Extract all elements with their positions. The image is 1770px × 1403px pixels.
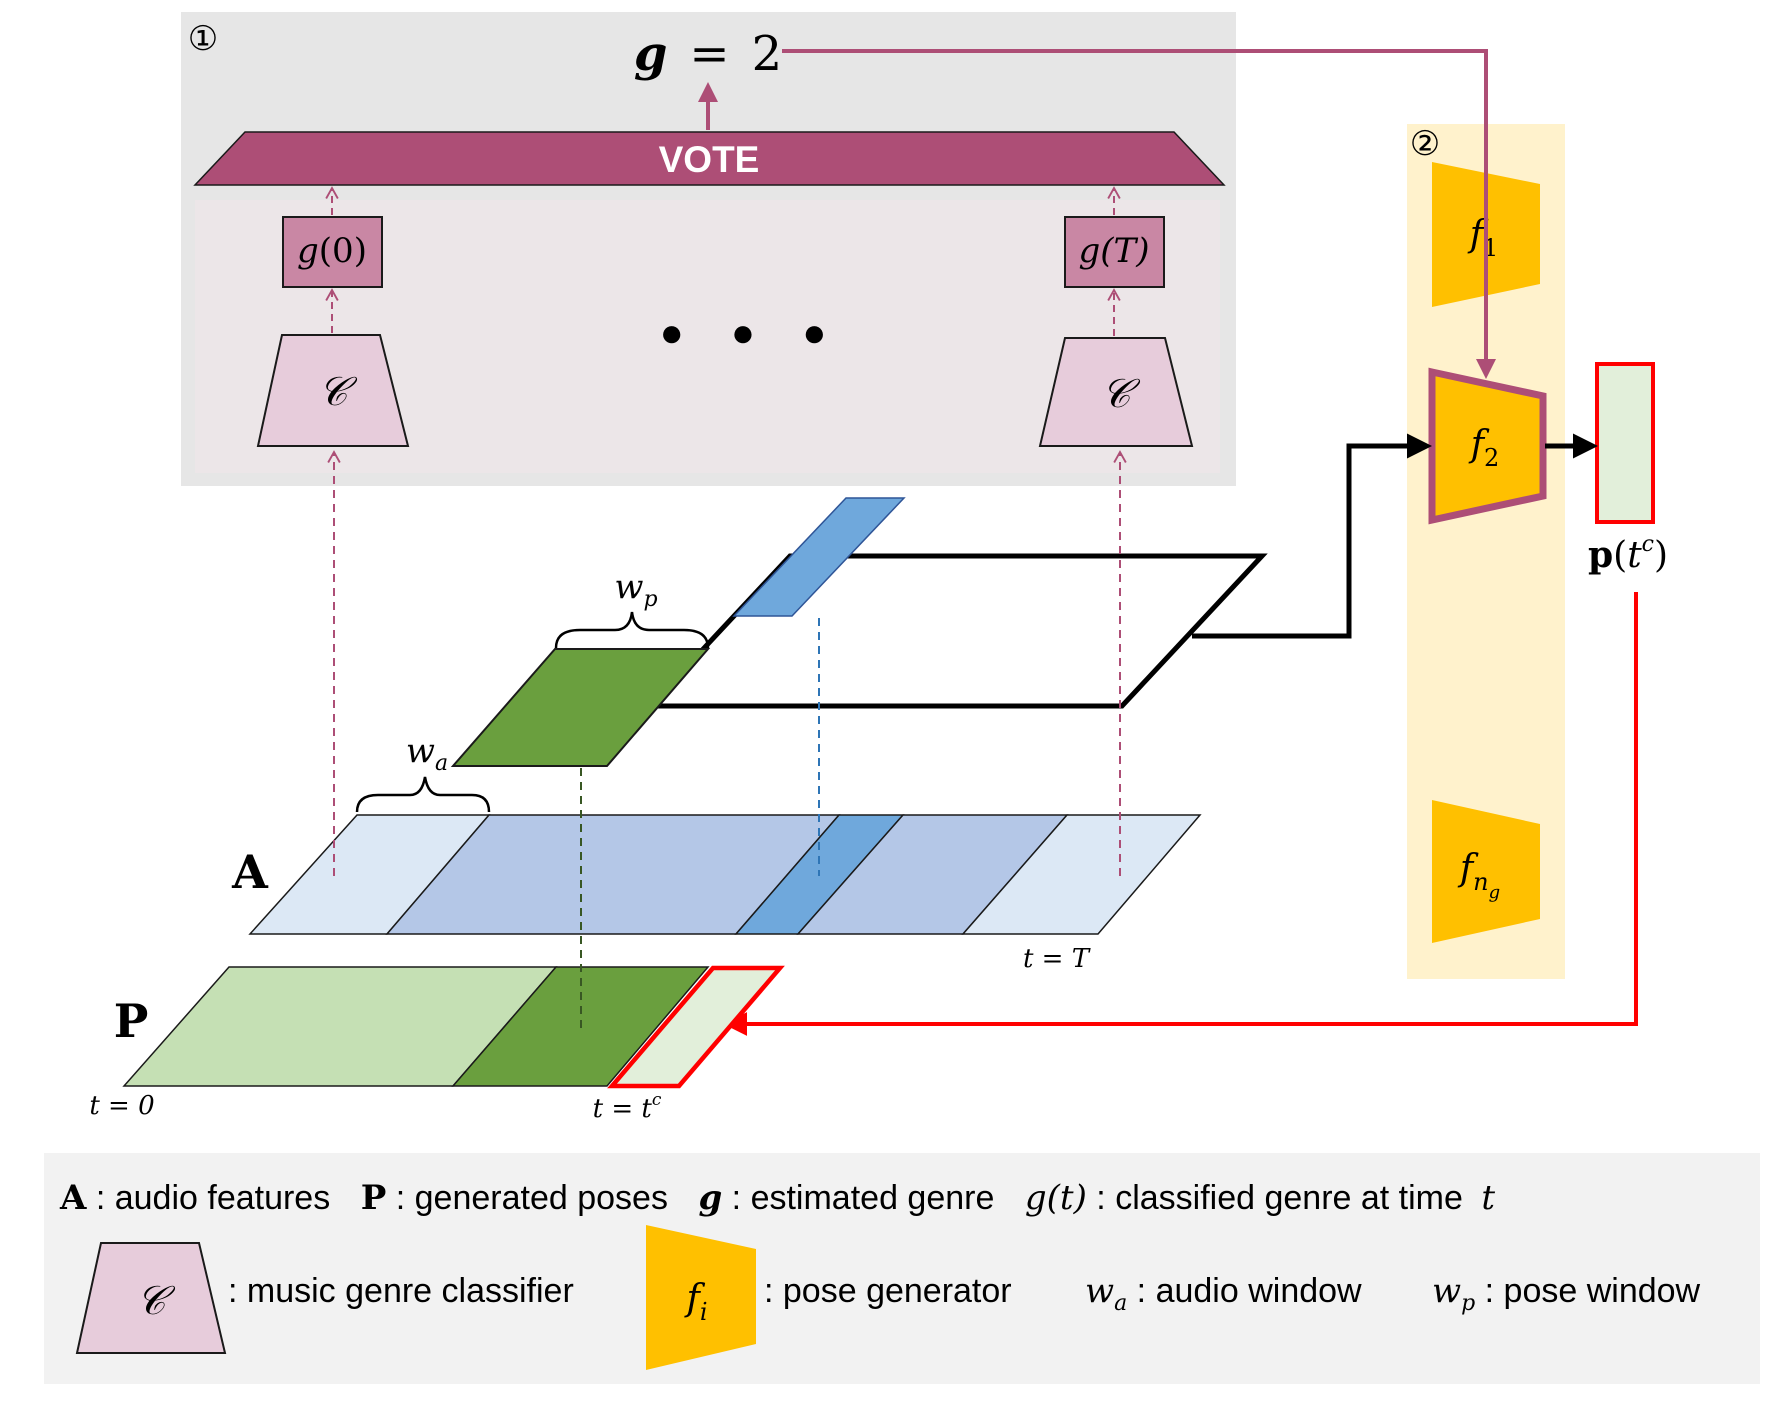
estimated-genre-result: g = 2 (634, 26, 782, 82)
legend-generator-desc: : pose generator (764, 1272, 1012, 1310)
pose-window-raised (450, 648, 711, 767)
audio-window-raised (732, 497, 906, 617)
ellipsis: ● ● ● (660, 311, 845, 355)
legend-classifier-desc: : music genre classifier (228, 1272, 574, 1310)
pose-sequence: P t = 0 t = tc (89, 965, 785, 1124)
pose-window-label: wp (614, 567, 657, 612)
stage2-marker: ② (1410, 125, 1440, 163)
pose-window-brace (554, 611, 710, 649)
vote-label: VOTE (659, 139, 760, 180)
audio-window-label: wa (406, 731, 448, 776)
legend-pose-window: wp : pose window (1432, 1271, 1701, 1316)
audio-sequence: A t = T (231, 814, 1202, 974)
genre-gT-label: g(T) (1079, 231, 1150, 271)
audio-segment-end (961, 814, 1202, 935)
genre-gT-box (1064, 216, 1165, 288)
time-start-label: t = 0 (89, 1091, 154, 1121)
output-pose-label: p(tc) (1588, 532, 1668, 576)
time-end-label: t = T (1023, 944, 1091, 974)
output-pose-box (1595, 362, 1655, 524)
legend-classifier-icon (75, 1242, 227, 1354)
genre-to-f2-arrow (782, 49, 1496, 379)
audio-window-brace (355, 776, 491, 813)
stage1-marker: ① (188, 20, 218, 58)
stage1-panel: ① g = 2 VOTE g(0) g(T) 𝒞 𝒞 (181, 12, 1236, 486)
combiner-to-f2-arrow (1192, 433, 1432, 639)
vote-block (193, 131, 1226, 186)
genre-g0-label: g(0) (297, 231, 367, 271)
classifier-left (256, 334, 410, 447)
pose-segment-new (607, 965, 785, 1089)
pose-sequence-label: P (114, 994, 149, 1048)
legend-audio-window: wa : audio window (1085, 1271, 1362, 1316)
genre-g0-box (282, 216, 383, 288)
window-combiner (644, 553, 1268, 709)
legend: A : audio features P : generated poses g… (44, 1153, 1760, 1384)
legend-row1: A : audio features P : generated poses g… (59, 1178, 1495, 1218)
legend-generator-icon (646, 1225, 756, 1370)
output-feedback-arrow (723, 592, 1638, 1036)
classifier-right (1038, 337, 1194, 447)
audio-sequence-label: A (231, 845, 269, 899)
legend-background (44, 1153, 1760, 1384)
generator-fng (1432, 800, 1540, 943)
time-current-label: t = tc (593, 1090, 662, 1124)
generator-f2-selected (1428, 367, 1547, 525)
